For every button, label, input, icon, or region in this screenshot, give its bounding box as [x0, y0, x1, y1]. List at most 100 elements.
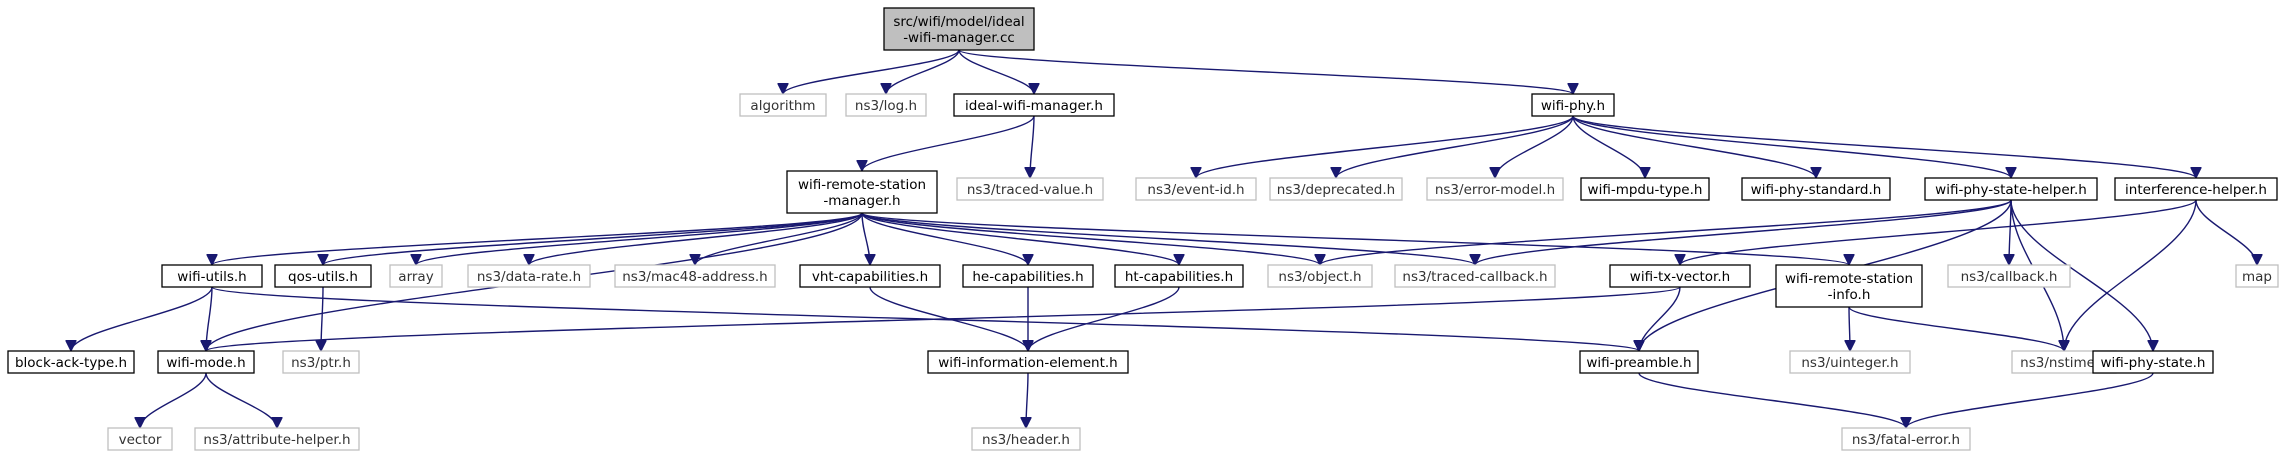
edge-ideal_h-to-traced_value [1030, 115, 1034, 178]
node-box [927, 350, 1129, 374]
edge-info_elem-to-header [1026, 372, 1028, 428]
node-label: src/wifi/model/ideal [893, 14, 1024, 30]
node-uinteger[interactable]: ns3/uinteger.h [1789, 350, 1911, 374]
node-box [389, 264, 443, 288]
edge-wrsm-to-array [416, 212, 863, 266]
node-phy-standard[interactable]: wifi-phy-standard.h [1741, 177, 1891, 201]
node-label: wifi-mode.h [166, 355, 245, 371]
edge-wifi_phy-to-mpdu_type [1572, 115, 1645, 179]
node-box [739, 93, 827, 117]
node-map[interactable]: map [2235, 264, 2279, 288]
node-box [2235, 264, 2279, 288]
edge-phy_state_helper-to-phy_state [2010, 199, 2153, 351]
node-box [1579, 350, 1699, 374]
node-wrsi[interactable]: wifi-remote-station-info.h [1775, 264, 1923, 308]
edge-wrsm-to-wrsi [861, 212, 1849, 266]
node-fatal-error[interactable]: ns3/fatal-error.h [1841, 427, 1971, 451]
node-box [107, 427, 173, 451]
node-preamble[interactable]: wifi-preamble.h [1579, 350, 1699, 374]
node-ideal-h[interactable]: ideal-wifi-manager.h [953, 93, 1115, 117]
node-label: he-capabilities.h [972, 269, 1083, 285]
node-object[interactable]: ns3/object.h [1267, 264, 1373, 288]
node-box [1114, 264, 1244, 288]
node-box [1394, 264, 1556, 288]
node-box [1580, 177, 1710, 201]
node-box [1841, 427, 1971, 451]
node-ht[interactable]: ht-capabilities.h [1114, 264, 1244, 288]
node-box [194, 427, 360, 451]
node-wifi-mode[interactable]: wifi-mode.h [157, 350, 255, 374]
node-box [467, 264, 591, 288]
node-attr-helper[interactable]: ns3/attribute-helper.h [194, 427, 360, 451]
node-label: ns3/ptr.h [291, 355, 351, 371]
node-data-rate[interactable]: ns3/data-rate.h [467, 264, 591, 288]
node-header[interactable]: ns3/header.h [971, 427, 1081, 451]
node-label: ideal-wifi-manager.h [965, 98, 1103, 114]
node-label: -info.h [1828, 287, 1871, 303]
node-label: ns3/error-model.h [1435, 182, 1555, 198]
edge-wrsm-to-wifi_utils [212, 212, 863, 266]
node-array[interactable]: array [389, 264, 443, 288]
node-qos-utils[interactable]: qos-utils.h [274, 264, 372, 288]
node-box [2092, 350, 2214, 374]
edge-phy_state_helper-to-traced_cb [1475, 199, 2012, 266]
node-label: vector [119, 432, 162, 448]
node-error-model[interactable]: ns3/error-model.h [1426, 177, 1564, 201]
node-label: ns3/data-rate.h [477, 269, 581, 285]
node-interference[interactable]: interference-helper.h [2114, 177, 2278, 201]
node-label: ns3/object.h [1278, 269, 1361, 285]
node-label: ns3/header.h [982, 432, 1070, 448]
node-label: wifi-preamble.h [1586, 355, 1691, 371]
node-phy-state[interactable]: wifi-phy-state.h [2092, 350, 2214, 374]
edge-wrsm-to-qos_utils [323, 212, 863, 266]
node-mpdu-type[interactable]: wifi-mpdu-type.h [1580, 177, 1710, 201]
node-callback[interactable]: ns3/callback.h [1947, 264, 2071, 288]
edge-interference-to-nstime [2064, 199, 2197, 351]
node-label: ns3/callback.h [1961, 269, 2058, 285]
node-box [1775, 264, 1923, 308]
node-label: qos-utils.h [288, 269, 358, 285]
node-label: ns3/traced-callback.h [1402, 269, 1547, 285]
node-info-elem[interactable]: wifi-information-element.h [927, 350, 1129, 374]
edge-preamble-to-fatal_error [1638, 372, 1906, 429]
node-label: wifi-mpdu-type.h [1588, 182, 1703, 198]
node-box [1609, 264, 1751, 288]
node-vector[interactable]: vector [107, 427, 173, 451]
node-deprecated[interactable]: ns3/deprecated.h [1269, 177, 1403, 201]
node-box [1947, 264, 2071, 288]
dependency-edges [71, 49, 2257, 429]
node-traced-value[interactable]: ns3/traced-value.h [956, 177, 1104, 201]
dependency-nodes: src/wifi/model/ideal-wifi-manager.cc algo… [7, 7, 2279, 451]
node-mac48[interactable]: ns3/mac48-address.h [614, 264, 776, 288]
node-box [7, 350, 135, 374]
node-box [1135, 177, 1257, 201]
node-traced-cb[interactable]: ns3/traced-callback.h [1394, 264, 1556, 288]
node-phy-state-helper[interactable]: wifi-phy-state-helper.h [1924, 177, 2098, 201]
node-label: ht-capabilities.h [1125, 269, 1233, 285]
node-ns3-log[interactable]: ns3/log.h [845, 93, 927, 117]
node-block-ack[interactable]: block-ack-type.h [7, 350, 135, 374]
edge-wifi_phy-to-phy_state_helper [1572, 115, 2011, 179]
edge-tx_vector-to-wifi_mode [206, 286, 1681, 352]
edge-tx_vector-to-preamble [1639, 286, 1681, 352]
node-wifi-phy[interactable]: wifi-phy.h [1531, 93, 1615, 117]
edge-wifi_phy-to-deprecated [1336, 115, 1574, 179]
node-event-id[interactable]: ns3/event-id.h [1135, 177, 1257, 201]
node-label: ns3/mac48-address.h [622, 269, 768, 285]
node-label: ns3/event-id.h [1147, 182, 1244, 198]
node-tx-vector[interactable]: wifi-tx-vector.h [1609, 264, 1751, 288]
edge-interference-to-tx_vector [1680, 199, 2197, 266]
node-vht[interactable]: vht-capabilities.h [799, 264, 941, 288]
node-box [956, 177, 1104, 201]
node-wifi-utils[interactable]: wifi-utils.h [161, 264, 263, 288]
node-ideal-cc[interactable]: src/wifi/model/ideal-wifi-manager.cc [883, 7, 1035, 51]
node-box [282, 350, 360, 374]
node-ptr[interactable]: ns3/ptr.h [282, 350, 360, 374]
node-he[interactable]: he-capabilities.h [962, 264, 1094, 288]
node-algorithm[interactable]: algorithm [739, 93, 827, 117]
node-label: vht-capabilities.h [812, 269, 928, 285]
edge-wifi_mode-to-vector [140, 372, 207, 429]
node-wrsm[interactable]: wifi-remote-station-manager.h [786, 170, 938, 214]
node-nstime[interactable]: ns3/nstime.h [2011, 350, 2117, 374]
node-label: wifi-information-element.h [938, 355, 1117, 371]
